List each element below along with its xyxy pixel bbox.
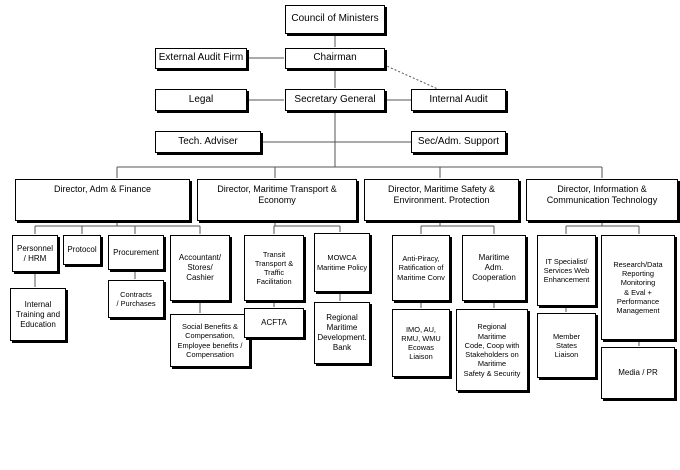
transit-transport-box: Transit Transport & Traffic Facilitation — [244, 235, 304, 301]
imo-liaison-box: IMO, AU, RMU, WMU Ecowas Liaison — [392, 309, 450, 377]
director-ict-box: Director, Information & Communication Te… — [526, 179, 678, 221]
council-of-ministers-box: Council of Ministers — [285, 5, 385, 34]
maritime-cooperation-box: Maritime Adm. Cooperation — [462, 235, 526, 301]
personnel-hrm-box: Personnel / HRM — [12, 235, 58, 272]
regional-maritime-bank-box: Regional Maritime Development. Bank — [314, 302, 370, 364]
sec-support-box: Sec/Adm. Support — [411, 131, 506, 153]
social-benefits-box: Social Benefits & Compensation, Employee… — [170, 314, 250, 367]
accountant-box: Accountant/ Stores/ Cashier — [170, 235, 230, 301]
mowca-box: MOWCA Maritime Policy — [314, 233, 370, 292]
it-specialist-box: IT Specialist/ Services Web Enhancement — [537, 235, 596, 306]
contracts-purchases-box: Contracts / Purchases — [108, 280, 164, 318]
secretary-general-box: Secretary General — [285, 89, 385, 111]
legal-box: Legal — [155, 89, 247, 111]
chairman-box: Chairman — [285, 48, 385, 69]
protocol-box: Protocol — [63, 235, 101, 265]
director-maritime-safety-box: Director, Maritime Safety & Environment.… — [364, 179, 519, 221]
internal-audit-box: Internal Audit — [411, 89, 506, 111]
research-data-box: Research/Data Reporting Monitoring & Eva… — [601, 235, 675, 340]
procurement-box: Procurement — [108, 235, 164, 270]
member-states-liaison-box: Member States Liaison — [537, 313, 596, 378]
acfta-box: ACFTA — [244, 308, 304, 338]
internal-training-box: Internal Training and Education — [10, 288, 66, 341]
media-pr-box: Media / PR — [601, 347, 675, 399]
regional-maritime-code-box: Regional Maritime Code, Coop with Stakeh… — [456, 309, 528, 391]
external-audit-box: External Audit Firm — [155, 48, 247, 69]
director-adm-finance-box: Director, Adm & Finance — [15, 179, 190, 221]
tech-adviser-box: Tech. Adviser — [155, 131, 261, 153]
director-maritime-transport-box: Director, Maritime Transport & Economy — [197, 179, 357, 221]
anti-piracy-box: Anti-Piracy, Ratification of Maritime Co… — [392, 235, 450, 301]
